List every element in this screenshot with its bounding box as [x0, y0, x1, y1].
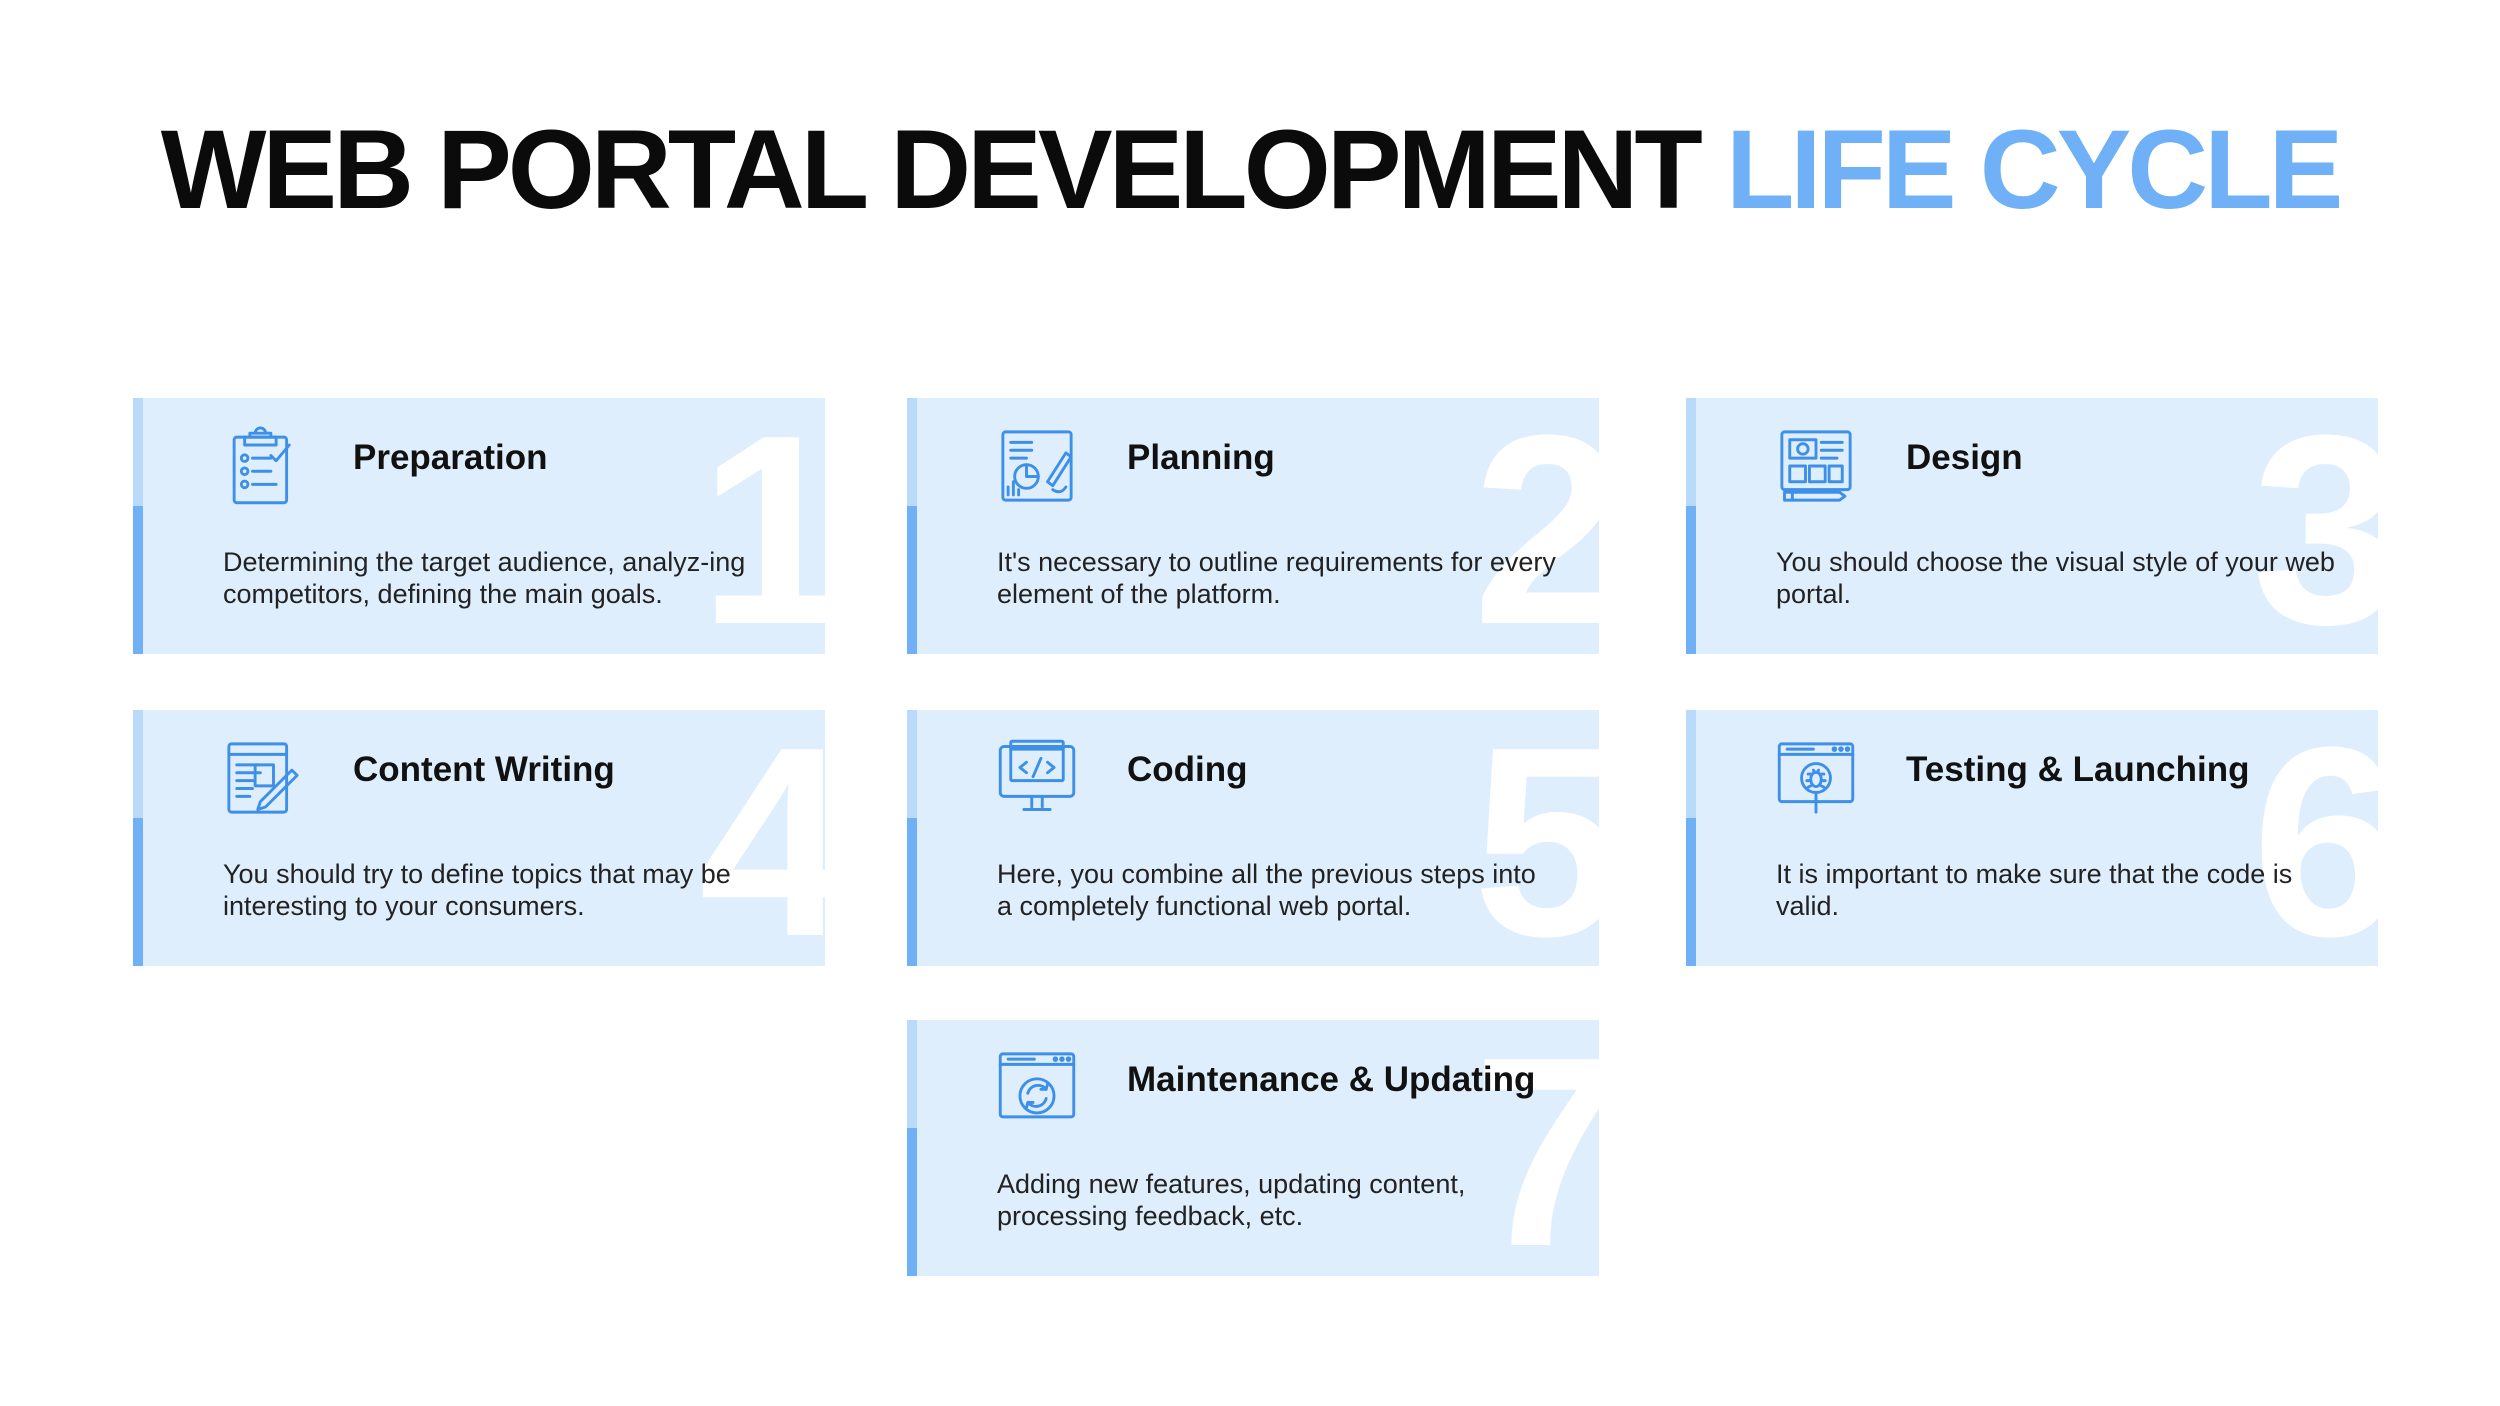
card-accent-bar-light [1686, 710, 1696, 818]
step-heading: Coding [1127, 750, 1248, 789]
step-description: You should try to define topics that may… [223, 859, 731, 921]
page-title-accent: LIFE CYCLE [1725, 107, 2343, 232]
step-description: Adding new features, updating content, p… [997, 1169, 1466, 1231]
card-accent-bar [907, 506, 917, 654]
step-number: 3 [2251, 398, 2378, 654]
step-number: 1 [698, 398, 825, 654]
step-number: 7 [1472, 1020, 1599, 1276]
step-card-4: 4 Content Writing You should try to defi… [133, 710, 825, 966]
document-pen-icon [221, 736, 305, 820]
page-title: WEB PORTAL DEVELOPMENT LIFE CYCLE [0, 108, 2500, 231]
page-title-main: WEB PORTAL DEVELOPMENT [160, 107, 1703, 232]
clipboard-checklist-icon [221, 424, 305, 508]
step-number: 6 [2251, 710, 2378, 966]
step-number: 4 [698, 710, 825, 966]
step-heading: Preparation [353, 438, 548, 477]
step-description: Determining the target audience, analyz-… [223, 547, 746, 609]
step-heading: Maintenance & Updating [1127, 1060, 1536, 1099]
step-heading: Planning [1127, 438, 1275, 477]
card-accent-bar-light [907, 398, 917, 506]
card-accent-bar [1686, 818, 1696, 966]
step-card-5: 5 Coding Here, you combine all the previ… [907, 710, 1599, 966]
card-accent-bar-light [133, 710, 143, 818]
step-card-1: 1 Preparation Determining the target aud… [133, 398, 825, 654]
step-number: 2 [1472, 398, 1599, 654]
step-number: 5 [1472, 710, 1599, 966]
step-card-7: 7 Maintenance & Updating Adding new feat… [907, 1020, 1599, 1276]
card-accent-bar [907, 818, 917, 966]
step-card-3: 3 Design You should choose the visual st… [1686, 398, 2378, 654]
step-card-2: 2 Planning It's necessary to outline req… [907, 398, 1599, 654]
bug-search-icon [1774, 736, 1858, 820]
step-card-6: 6 Testing & Launching It is important to… [1686, 710, 2378, 966]
card-accent-bar-light [907, 1020, 917, 1128]
card-accent-bar [133, 818, 143, 966]
layout-design-icon [1774, 424, 1858, 508]
card-accent-bar-light [907, 710, 917, 818]
card-accent-bar-light [1686, 398, 1696, 506]
step-description: You should choose the visual style of yo… [1776, 547, 2335, 609]
step-description: Here, you combine all the previous steps… [997, 859, 1536, 921]
code-monitor-icon [995, 736, 1079, 820]
step-description: It's necessary to outline requirements f… [997, 547, 1556, 609]
step-heading: Content Writing [353, 750, 615, 789]
card-accent-bar-light [133, 398, 143, 506]
card-accent-bar [133, 506, 143, 654]
card-accent-bar [907, 1128, 917, 1276]
planning-board-icon [995, 424, 1079, 508]
step-heading: Testing & Launching [1906, 750, 2250, 789]
step-heading: Design [1906, 438, 2023, 477]
card-accent-bar [1686, 506, 1696, 654]
browser-refresh-icon [995, 1046, 1079, 1130]
step-description: It is important to make sure that the co… [1776, 859, 2293, 921]
